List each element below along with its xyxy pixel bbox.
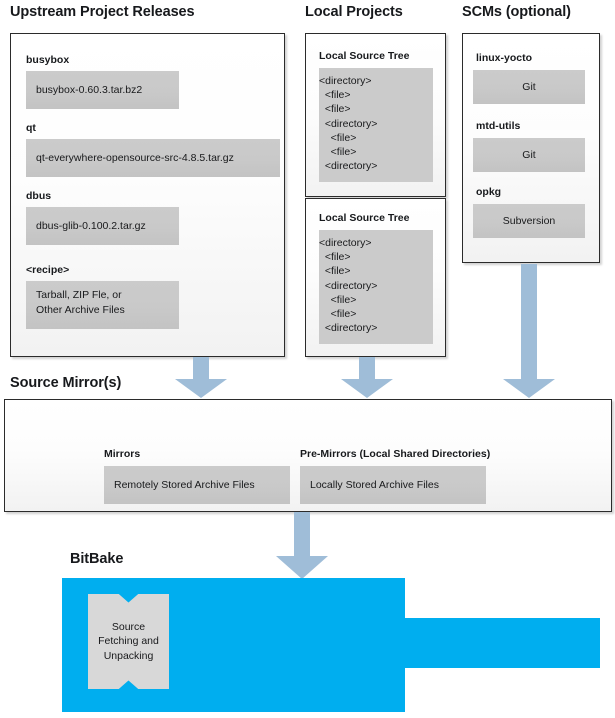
- tree-row: <file>: [319, 146, 357, 159]
- mirrors-group-value: Remotely Stored Archive Files: [104, 466, 290, 504]
- task-line-2: Fetching and: [98, 635, 159, 648]
- tree-row: <file>: [319, 265, 351, 278]
- scm-item-value-mtd-utils: Git: [473, 138, 585, 172]
- recipe-value-line-2: Other Archive Files: [36, 304, 125, 316]
- scm-item-label-mtd-utils: mtd-utils: [476, 120, 521, 132]
- local-source-tree-listing-1: <directory> <file> <file> <directory> <f…: [319, 68, 433, 182]
- tree-row: <directory>: [319, 322, 378, 335]
- local-projects-panel-1: Local Source Tree <directory> <file> <fi…: [305, 33, 446, 197]
- tree-row: <directory>: [319, 160, 378, 173]
- arrow-scms-to-mirrors-icon: [502, 264, 556, 399]
- tree-row: <file>: [319, 251, 351, 264]
- upstream-item-value-busybox: busybox-0.60.3.tar.bz2: [26, 71, 179, 109]
- local-projects-heading: Local Projects: [305, 4, 403, 20]
- arrow-mirrors-to-bitbake-icon: [275, 512, 329, 580]
- tree-row: <file>: [319, 131, 357, 144]
- recipe-value-line-1: Tarball, ZIP Fle, or: [36, 289, 122, 301]
- local-source-tree-label-2: Local Source Tree: [319, 212, 410, 224]
- tree-row: <file>: [319, 103, 351, 116]
- local-projects-panel-2: Local Source Tree <directory> <file> <fi…: [305, 198, 446, 357]
- source-fetching-and-unpacking-task: Source Fetching and Unpacking: [88, 594, 169, 689]
- task-line-1: Source: [111, 620, 146, 633]
- source-mirrors-heading: Source Mirror(s): [10, 375, 122, 391]
- bitbake-extension-arm: [404, 618, 600, 668]
- upstream-item-label-busybox: busybox: [26, 54, 70, 66]
- task-line-3: Unpacking: [103, 649, 154, 662]
- upstream-item-label-recipe: <recipe>: [26, 264, 70, 276]
- mirrors-group-label: Mirrors: [104, 448, 141, 460]
- upstream-item-value-recipe: Tarball, ZIP Fle, or Other Archive Files: [26, 281, 179, 329]
- pre-mirrors-group-value: Locally Stored Archive Files: [300, 466, 486, 504]
- tree-row: <file>: [319, 308, 357, 321]
- upstream-item-value-qt: qt-everywhere-opensource-src-4.8.5.tar.g…: [26, 139, 280, 177]
- upstream-panel: busybox busybox-0.60.3.tar.bz2 qt qt-eve…: [10, 33, 285, 357]
- tree-row: <directory>: [319, 237, 372, 249]
- tree-row: <file>: [319, 293, 357, 306]
- scm-item-label-linux-yocto: linux-yocto: [476, 52, 533, 64]
- scm-item-value-linux-yocto: Git: [473, 70, 585, 104]
- scms-heading: SCMs (optional): [462, 4, 571, 20]
- task-text: Source Fetching and Unpacking: [98, 620, 159, 664]
- bitbake-heading: BitBake: [70, 551, 124, 567]
- scm-item-label-opkg: opkg: [476, 186, 502, 198]
- pre-mirrors-group-label: Pre-Mirrors (Local Shared Directories): [300, 448, 491, 460]
- upstream-item-value-dbus: dbus-glib-0.100.2.tar.gz: [26, 207, 179, 245]
- source-mirrors-panel: Mirrors Remotely Stored Archive Files Pr…: [4, 399, 612, 512]
- tree-row: <directory>: [319, 279, 378, 292]
- upstream-item-label-qt: qt: [26, 122, 36, 134]
- local-source-tree-listing-2: <directory> <file> <file> <directory> <f…: [319, 230, 433, 344]
- scms-panel: linux-yocto Git mtd-utils Git opkg Subve…: [462, 33, 600, 263]
- tree-row: <file>: [319, 89, 351, 102]
- scm-item-value-opkg: Subversion: [473, 204, 585, 238]
- tree-row: <directory>: [319, 75, 372, 87]
- upstream-item-label-dbus: dbus: [26, 190, 52, 202]
- local-source-tree-label-1: Local Source Tree: [319, 50, 410, 62]
- tree-row: <directory>: [319, 117, 378, 130]
- upstream-heading: Upstream Project Releases: [10, 4, 195, 20]
- arrow-upstream-to-mirrors-icon: [174, 357, 228, 399]
- arrow-local-projects-to-mirrors-icon: [340, 357, 394, 399]
